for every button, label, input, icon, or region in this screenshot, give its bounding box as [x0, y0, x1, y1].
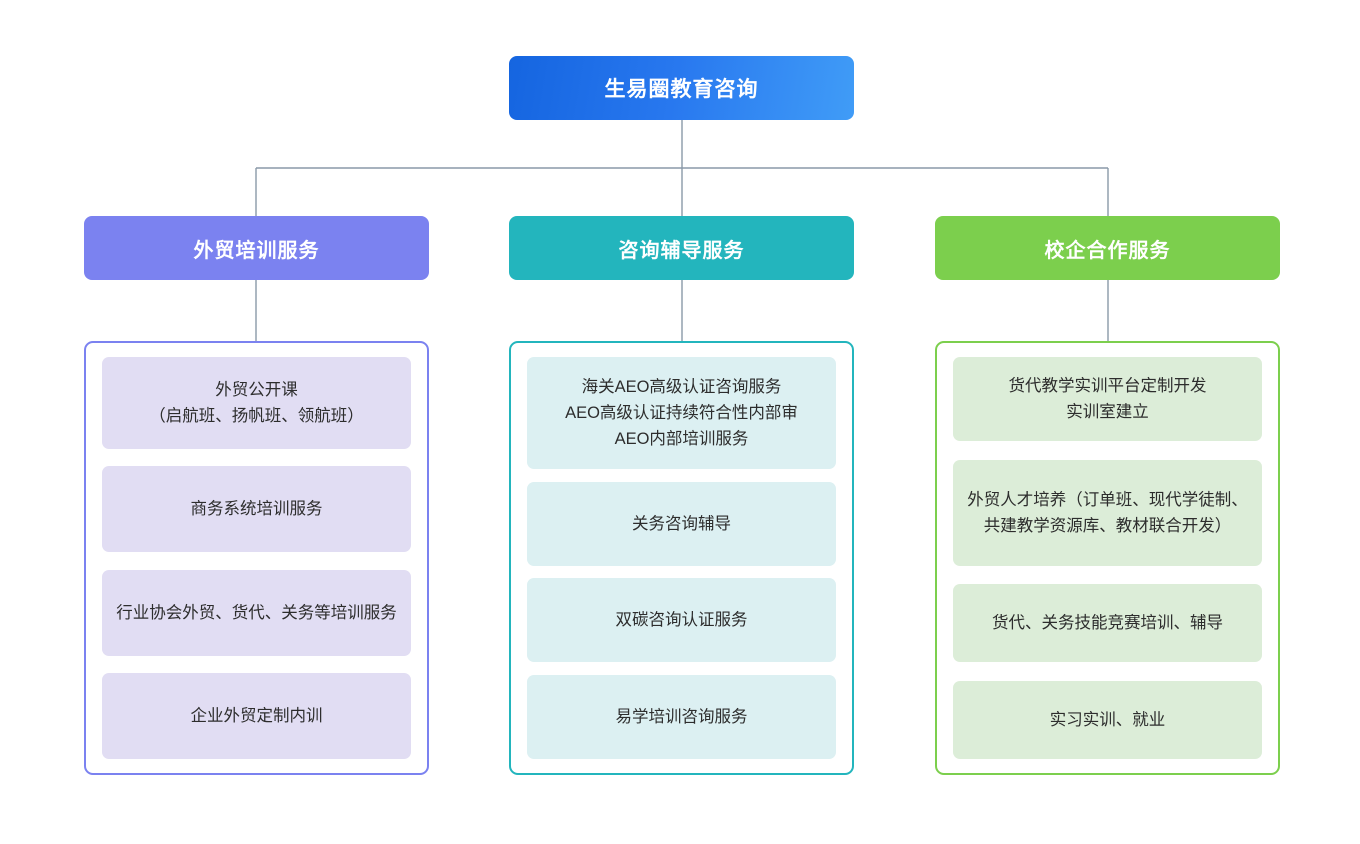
- leaf-card[interactable]: 外贸公开课 （启航班、扬帆班、领航班）: [102, 357, 411, 449]
- leaf-card[interactable]: 关务咨询辅导: [527, 481, 836, 566]
- root-node[interactable]: 生易圈教育咨询: [509, 56, 854, 120]
- leaf-card[interactable]: 企业外贸定制内训: [102, 672, 411, 759]
- branch-header-label: 校企合作服务: [1044, 239, 1171, 262]
- branch-column-zixun-fudao: 咨询辅导服务 海关AEO高级认证咨询服务 AEO高级认证持续符合性内部审 AEO…: [509, 216, 854, 775]
- branch-header-waimao-peixun[interactable]: 外贸培训服务: [84, 216, 429, 280]
- leaf-card[interactable]: 实习实训、就业: [953, 680, 1262, 759]
- leaf-card[interactable]: 货代教学实训平台定制开发 实训室建立: [953, 357, 1262, 441]
- children-panel-waimao-peixun: 外贸公开课 （启航班、扬帆班、领航班） 商务系统培训服务 行业协会外贸、货代、关…: [84, 341, 429, 775]
- leaf-card[interactable]: 行业协会外贸、货代、关务等培训服务: [102, 569, 411, 656]
- leaf-card[interactable]: 海关AEO高级认证咨询服务 AEO高级认证持续符合性内部审 AEO内部培训服务: [527, 357, 836, 469]
- branch-column-xiaoqi-hezuo: 校企合作服务 货代教学实训平台定制开发 实训室建立 外贸人才培养（订单班、现代学…: [935, 216, 1280, 775]
- leaf-card[interactable]: 商务系统培训服务: [102, 466, 411, 553]
- children-panel-zixun-fudao: 海关AEO高级认证咨询服务 AEO高级认证持续符合性内部审 AEO内部培训服务 …: [509, 341, 854, 775]
- leaf-card[interactable]: 双碳咨询认证服务: [527, 578, 836, 663]
- branch-column-waimao-peixun: 外贸培训服务 外贸公开课 （启航班、扬帆班、领航班） 商务系统培训服务 行业协会…: [84, 216, 429, 775]
- root-node-label: 生易圈教育咨询: [604, 78, 759, 101]
- children-panel-xiaoqi-hezuo: 货代教学实训平台定制开发 实训室建立 外贸人才培养（订单班、现代学徒制、共建教学…: [935, 341, 1280, 775]
- branch-header-label: 外贸培训服务: [193, 239, 320, 262]
- leaf-card[interactable]: 货代、关务技能竞赛培训、辅导: [953, 584, 1262, 663]
- leaf-card[interactable]: 外贸人才培养（订单班、现代学徒制、共建教学资源库、教材联合开发）: [953, 459, 1262, 566]
- leaf-card[interactable]: 易学培训咨询服务: [527, 674, 836, 759]
- branch-header-label: 咨询辅导服务: [618, 239, 745, 262]
- branch-header-xiaoqi-hezuo[interactable]: 校企合作服务: [935, 216, 1280, 280]
- branch-header-zixun-fudao[interactable]: 咨询辅导服务: [509, 216, 854, 280]
